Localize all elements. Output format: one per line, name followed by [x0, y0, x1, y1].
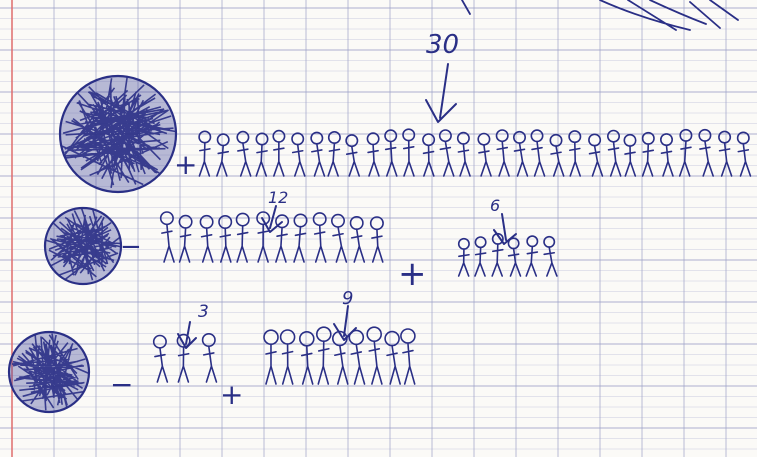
small-planet	[9, 332, 89, 412]
row3-second-number-label: 9	[342, 288, 353, 309]
top-number-label: 30	[426, 30, 459, 60]
large-planet	[60, 76, 176, 192]
row2-number-label: 12	[268, 188, 288, 207]
row3-number-label: 3	[198, 302, 209, 322]
row3-minus-sign: −	[110, 368, 133, 401]
row1-plus-sign: +	[174, 148, 197, 181]
row2-second-number-label: 6	[490, 196, 500, 215]
medium-planet	[45, 208, 121, 284]
row2-minus-sign: −	[120, 232, 142, 262]
row2-plus-sign: +	[398, 254, 427, 294]
row3-plus-sign: +	[220, 378, 243, 411]
